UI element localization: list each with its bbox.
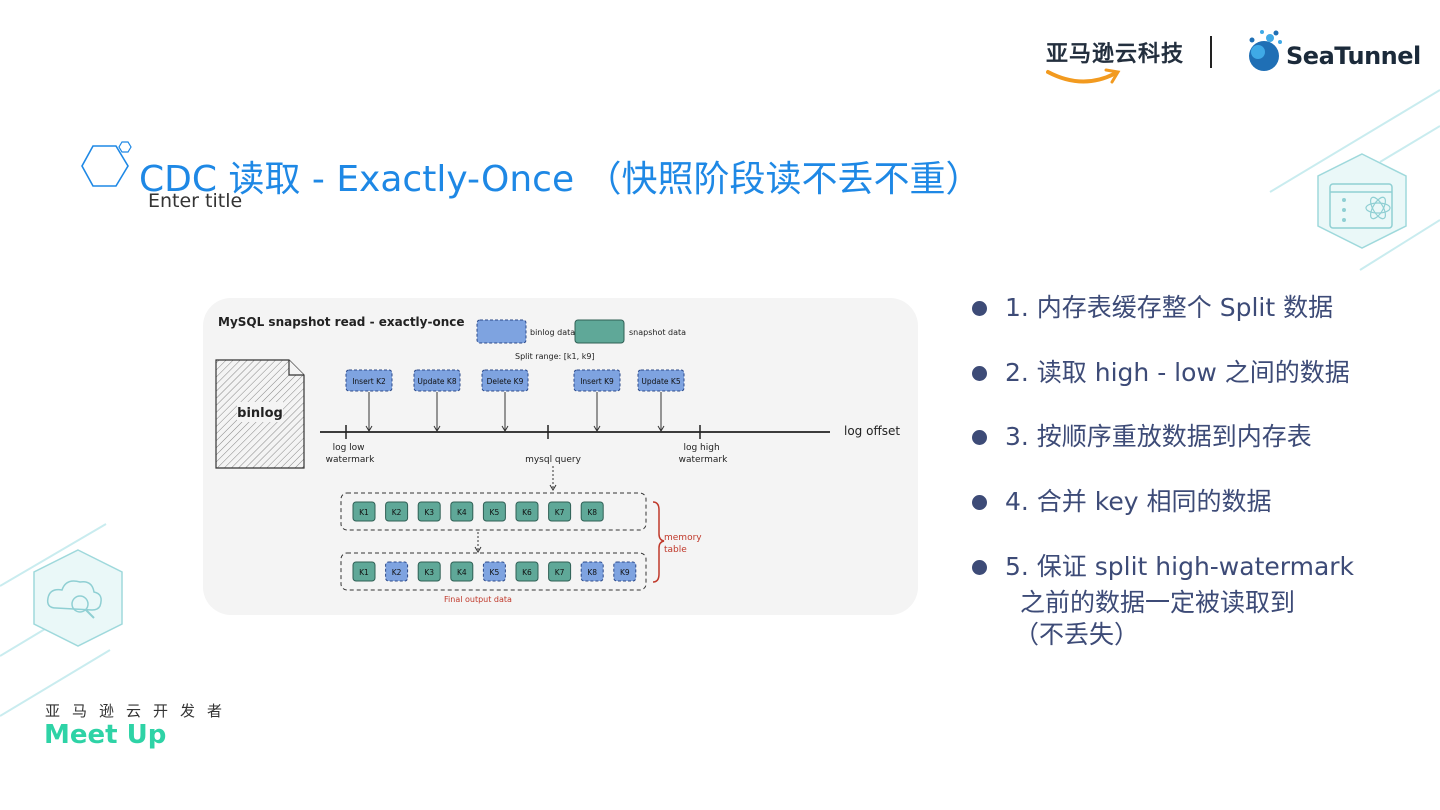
diagram-heading: MySQL snapshot read - exactly-once	[218, 315, 465, 329]
key-cell: K7	[548, 501, 572, 522]
high-watermark-label: log high watermark	[679, 443, 728, 465]
key-cell: K6	[515, 561, 539, 582]
key-cell: K2	[385, 501, 409, 522]
diagram-canvas: MySQL snapshot read - exactly-once binlo…	[215, 315, 900, 604]
key-cell: K2	[385, 561, 409, 582]
binlog-event-label: Insert K2	[352, 377, 386, 386]
bullet-dot-icon	[972, 301, 987, 316]
key-label: K7	[555, 508, 565, 517]
seatunnel-logo-icon	[1249, 30, 1282, 71]
key-label: K6	[522, 508, 532, 517]
key-cell: K1	[352, 501, 376, 522]
bullet-text: 4. 合并 key 相同的数据	[1005, 487, 1272, 516]
key-label: K6	[522, 568, 532, 577]
aws-smile-icon	[1046, 68, 1121, 84]
bullet-dot-icon	[972, 495, 987, 510]
key-cell: K7	[548, 561, 572, 582]
binlog-event-box: Update K5	[637, 369, 685, 432]
key-label: K4	[457, 568, 467, 577]
binlog-event-box: Insert K2	[345, 369, 393, 432]
legend-binlog-label: binlog data	[530, 328, 575, 337]
bullet-dot-icon	[972, 560, 987, 575]
key-label: K4	[457, 508, 467, 517]
bullet-text: 1. 内存表缓存整个 Split 数据	[1005, 293, 1334, 322]
key-cell: K1	[352, 561, 376, 582]
log-offset-label: log offset	[844, 424, 900, 438]
key-label: K2	[392, 568, 402, 577]
bullet-text: 5. 保证 split high-watermark	[1005, 552, 1355, 581]
key-cell: K9	[613, 561, 637, 582]
decorative-react-hexagon-icon	[1269, 89, 1440, 271]
aws-brand-logo: 亚马逊云科技	[1046, 42, 1185, 67]
legend-snapshot-swatch	[574, 319, 625, 344]
key-label: K1	[359, 568, 369, 577]
key-label: K8	[587, 508, 597, 517]
key-cell: K5	[482, 501, 506, 522]
key-label: K2	[392, 508, 402, 517]
binlog-event-label: Delete K9	[487, 377, 524, 386]
brand-divider	[1210, 36, 1212, 68]
cdc-snapshot-diagram: MySQL snapshot read - exactly-once binlo…	[203, 298, 918, 615]
key-cell: K4	[450, 501, 474, 522]
bullet-text: 2. 读取 high - low 之间的数据	[1005, 358, 1350, 387]
binlog-event-box: Delete K9	[481, 369, 529, 432]
legend-binlog-swatch	[476, 319, 527, 344]
key-label: K3	[424, 568, 434, 577]
split-range-label: Split range: [k1, k9]	[515, 352, 595, 361]
row2-keys: K1 K2 K3 K4 K5 K6 K7 K8 K9	[352, 561, 637, 582]
row1-keys: K1 K2 K3 K4 K5 K6 K7 K8	[352, 501, 604, 522]
key-label: K1	[359, 508, 369, 517]
mysql-query-label: mysql query	[525, 455, 582, 465]
footer-org-label: 亚马逊云开发者	[45, 702, 235, 720]
key-label: K5	[490, 508, 500, 517]
binlog-event-label: Update K8	[417, 377, 456, 386]
key-cell: K8	[580, 561, 604, 582]
memory-table-label: memory table	[664, 533, 704, 555]
key-label: K3	[424, 508, 434, 517]
key-cell: K5	[482, 561, 506, 582]
memory-table-bracket	[652, 501, 665, 583]
legend-snapshot-label: snapshot data	[629, 328, 686, 337]
binlog-label: binlog	[237, 406, 283, 421]
bullet-dot-icon	[972, 430, 987, 445]
binlog-event-box: Insert K9	[573, 369, 621, 432]
bullet-dot-icon	[972, 366, 987, 381]
page-subtitle: Enter title	[148, 190, 243, 212]
binlog-event-box: Update K8	[413, 369, 461, 432]
key-label: K8	[587, 568, 597, 577]
memory-table-row-1	[340, 492, 647, 531]
key-cell: K6	[515, 501, 539, 522]
binlog-events: Insert K2 Update K8 Delete K9 Insert K9 Upda…	[345, 369, 685, 432]
binlog-event-label: Insert K9	[580, 377, 614, 386]
key-label: K9	[620, 568, 630, 577]
final-output-label: Final output data	[444, 595, 512, 604]
binlog-event-label: Update K5	[641, 377, 680, 386]
hexagon-icon	[81, 141, 132, 187]
footer-meetup-logo: Meet Up	[44, 720, 167, 750]
memory-table-row-2	[340, 552, 647, 591]
page-title: CDC 读取 - Exactly-Once （快照阶段读不丢不重）	[139, 159, 982, 200]
decorative-cloud-hexagon-icon	[0, 523, 123, 717]
low-watermark-label: log low watermark	[326, 443, 375, 465]
seatunnel-brand: SeaTunnel	[1286, 42, 1421, 70]
key-cell: K8	[580, 501, 604, 522]
key-cell: K3	[417, 501, 441, 522]
key-label: K7	[555, 568, 565, 577]
bullet-text: 3. 按顺序重放数据到内存表	[1005, 422, 1312, 451]
bullet-5-continuation-1: 之前的数据一定被读取到	[1020, 588, 1296, 617]
key-cell: K3	[417, 561, 441, 582]
key-label: K5	[490, 568, 500, 577]
key-cell: K4	[450, 561, 474, 582]
bullet-5-continuation-2: （不丢失）	[1014, 620, 1140, 649]
